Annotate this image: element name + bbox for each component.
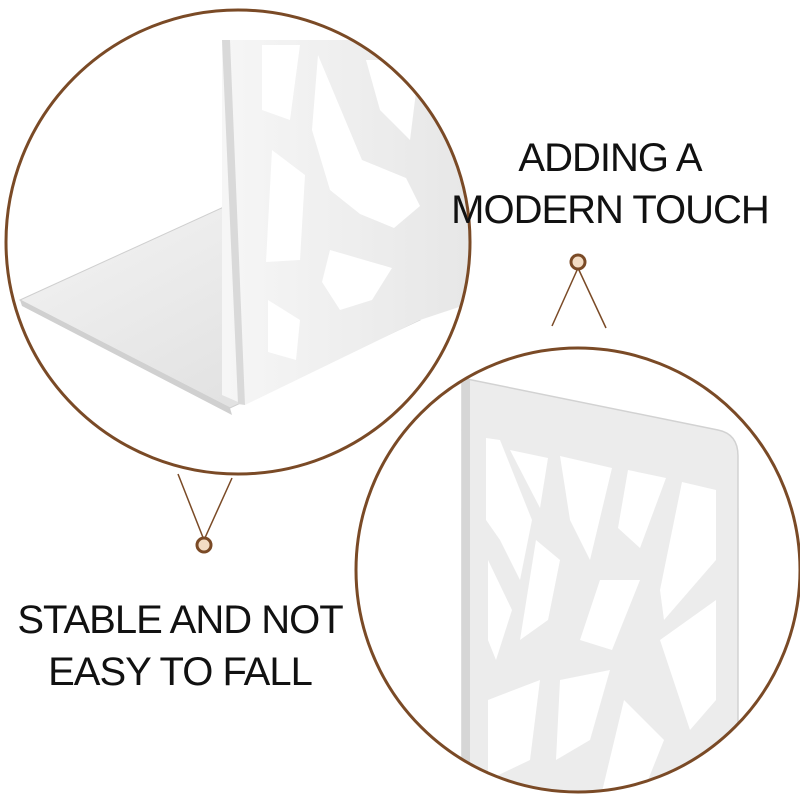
branch-cutout — [268, 300, 300, 360]
bottom-connector — [177, 473, 233, 554]
caption-line: EASY TO FALL — [48, 650, 313, 694]
tree-pattern-cutouts — [486, 438, 716, 792]
connector-dot-icon — [569, 253, 587, 271]
connector-dot-icon — [195, 536, 213, 554]
base-detail-zoom — [6, 10, 470, 474]
branch-cutout — [312, 55, 420, 228]
top-connector — [551, 253, 607, 329]
caption-line: STABLE AND NOT — [17, 598, 343, 642]
branch-cutout — [262, 45, 300, 120]
caption-stable: STABLE AND NOT EASY TO FALL — [0, 594, 360, 698]
left-zoom-ring — [4, 8, 472, 476]
branch-cutout — [322, 250, 392, 310]
pattern-detail-zoom — [356, 348, 800, 792]
branch-cutout — [266, 150, 305, 262]
caption-line: MODERN TOUCH — [451, 188, 770, 232]
right-zoom-ring — [354, 346, 800, 794]
caption-line: ADDING A — [518, 136, 702, 180]
caption-modern-touch: ADDING A MODERN TOUCH — [440, 132, 780, 236]
